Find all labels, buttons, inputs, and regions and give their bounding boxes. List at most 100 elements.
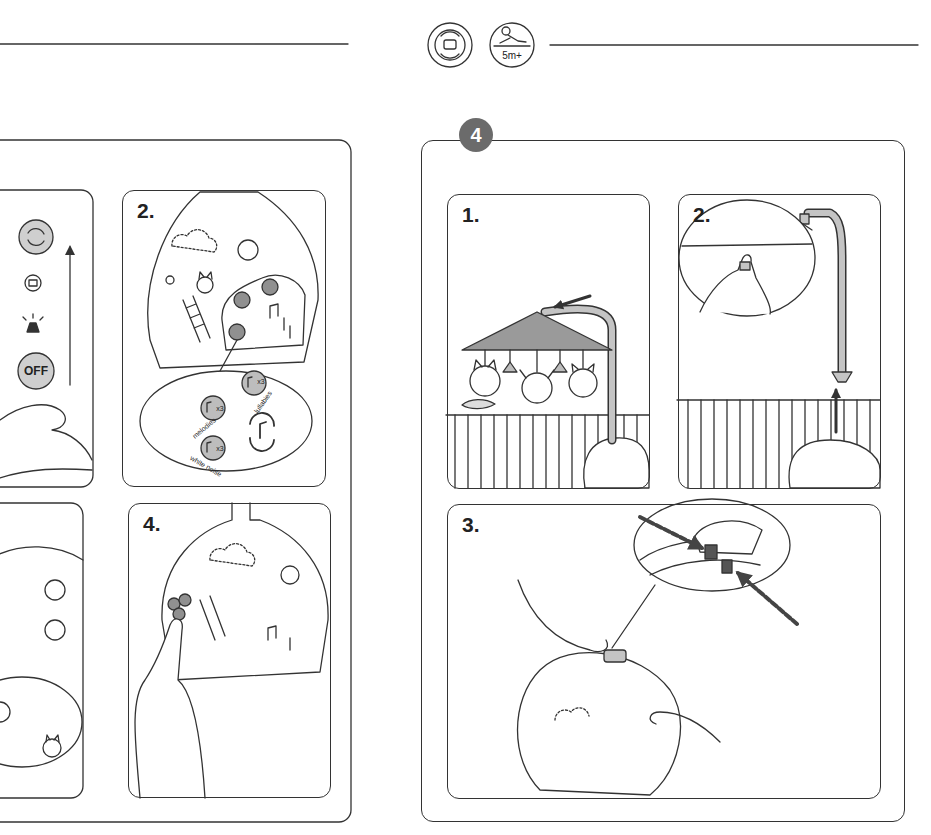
step-number: 2.	[693, 203, 711, 227]
header-rule	[0, 43, 348, 44]
cycle-music-symbol	[250, 413, 274, 451]
sun	[281, 566, 299, 584]
direction-arrow	[69, 247, 70, 385]
device-button	[45, 620, 65, 640]
remove-arrow	[555, 296, 590, 307]
light-symbol	[27, 323, 39, 332]
toy	[569, 369, 597, 397]
magnifier	[634, 499, 790, 591]
step-box: 4.	[128, 503, 331, 798]
cloud	[210, 544, 255, 566]
toy	[470, 366, 500, 396]
cloud	[172, 230, 217, 252]
release-tab	[722, 560, 732, 573]
device-body	[789, 440, 880, 488]
rotate-symbol	[28, 229, 44, 246]
mode-button	[19, 220, 53, 254]
toy	[462, 400, 495, 409]
sound-label: x3	[216, 445, 223, 452]
device-body	[148, 192, 318, 368]
step-badge: 4	[459, 118, 493, 152]
step-box: 2.	[678, 194, 881, 489]
step-number: 2.	[137, 199, 155, 223]
step-box: 1.	[447, 194, 650, 489]
light-symbol	[23, 314, 43, 320]
step-number: 4.	[143, 512, 161, 536]
sound-label: white noise	[189, 454, 223, 478]
age-icon	[494, 45, 530, 46]
crib-rail	[446, 414, 649, 415]
mobile-symbol	[25, 275, 41, 291]
hand	[135, 619, 205, 798]
press-arrow	[640, 517, 702, 548]
step-box: 3.	[447, 504, 881, 799]
mode-icon	[441, 32, 459, 58]
age-icon	[490, 23, 534, 67]
lullabies-button	[242, 371, 266, 395]
toy-string	[485, 350, 583, 372]
baby-figure	[502, 27, 510, 35]
canopy	[462, 312, 612, 350]
leader-line	[612, 585, 655, 648]
moon	[238, 240, 258, 260]
mode-button	[179, 594, 191, 606]
device-body	[162, 503, 328, 680]
mobile-arm	[808, 213, 842, 372]
mobile-symbol	[29, 280, 37, 286]
hand	[518, 580, 720, 742]
header-rule	[550, 44, 918, 45]
off-button	[18, 353, 54, 389]
arm-base	[832, 372, 852, 382]
mode-icon	[428, 23, 472, 67]
white-noise-button	[201, 436, 225, 460]
button-panel	[222, 275, 305, 350]
flower	[166, 276, 174, 284]
device-body	[584, 438, 649, 488]
cat	[46, 735, 59, 742]
device-button	[0, 702, 10, 722]
sound-label: x3	[216, 405, 223, 412]
magnifier	[679, 200, 815, 316]
toy-ears	[474, 360, 594, 378]
mode-icon	[435, 30, 465, 60]
crib-rail	[682, 244, 812, 246]
cloud	[555, 708, 589, 720]
press-arrow	[738, 573, 797, 624]
release-tab	[705, 545, 717, 559]
music-button	[262, 279, 278, 295]
step-box: 2.	[122, 190, 326, 487]
music-button	[229, 324, 245, 340]
sound-label: x3	[257, 378, 264, 385]
cat	[199, 272, 212, 279]
hand	[0, 405, 92, 478]
baby-figure	[500, 35, 526, 43]
mode-icon	[444, 40, 456, 49]
toy	[503, 362, 567, 372]
music-notes	[268, 626, 290, 650]
button-label: OFF	[24, 365, 48, 377]
music-button	[234, 292, 250, 308]
toy	[522, 373, 552, 403]
magnifier	[0, 677, 82, 767]
mode-button	[173, 608, 185, 620]
age-label: 5m+	[502, 51, 522, 61]
hand	[700, 255, 770, 314]
ladder	[200, 596, 225, 640]
ladder	[183, 296, 210, 342]
sound-label: lullabies	[253, 390, 273, 415]
device-button	[45, 580, 65, 600]
arm-base	[604, 650, 626, 662]
step-number: 3.	[462, 513, 480, 537]
sound-label: melodies	[191, 416, 217, 439]
magnifier	[140, 371, 312, 471]
arm-clip	[740, 262, 750, 270]
lift-arrow	[835, 390, 838, 432]
step-panel: 41.2.3.	[421, 140, 905, 822]
music-notes	[270, 304, 290, 338]
note-symbol	[207, 377, 252, 452]
step-box	[0, 190, 93, 487]
device-body	[0, 547, 83, 560]
step-number: 1.	[462, 203, 480, 227]
